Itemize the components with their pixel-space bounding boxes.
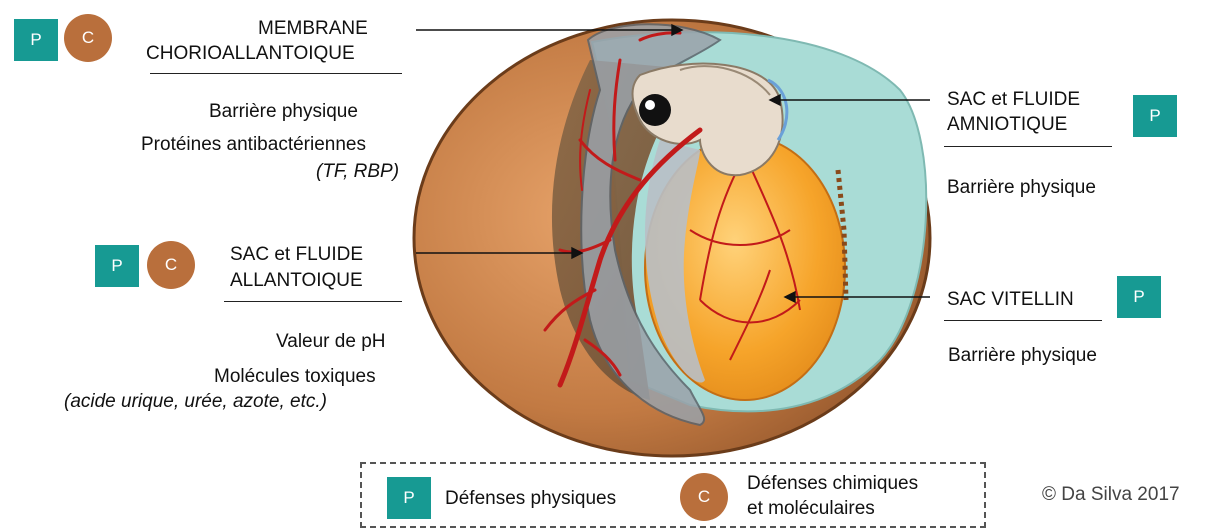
- membrane-title-line1: MEMBRANE: [258, 18, 368, 40]
- amniotic-rule: [944, 146, 1112, 147]
- chemical-badge-membrane: C: [64, 14, 112, 62]
- membrane-text-3: (TF, RBP): [316, 161, 399, 183]
- allantoic-rule: [224, 301, 402, 302]
- allantoic-text-3: (acide urique, urée, azote, etc.): [64, 391, 327, 413]
- physical-badge-amniotic: P: [1133, 95, 1177, 137]
- membrane-text-1: Barrière physique: [209, 101, 358, 123]
- allantoic-title-line2: ALLANTOIQUE: [230, 270, 363, 292]
- legend-physical-badge: P: [387, 477, 431, 519]
- amniotic-text-1: Barrière physique: [947, 177, 1096, 199]
- yolk-title: SAC VITELLIN: [947, 289, 1074, 311]
- membrane-title-line2: CHORIOALLANTOIQUE: [146, 43, 355, 65]
- yolk-rule: [944, 320, 1102, 321]
- allantoic-text-2: Molécules toxiques: [214, 366, 376, 388]
- physical-badge-yolk: P: [1117, 276, 1161, 318]
- allantoic-title-line1: SAC et FLUIDE: [230, 244, 363, 266]
- legend-chemical-label-line2: et moléculaires: [747, 498, 875, 520]
- physical-badge-allantoic: P: [95, 245, 139, 287]
- legend-chemical-badge: C: [680, 473, 728, 521]
- membrane-rule: [150, 73, 402, 74]
- amniotic-title-line2: AMNIOTIQUE: [947, 114, 1067, 136]
- amniotic-title-line1: SAC et FLUIDE: [947, 89, 1080, 111]
- copyright: © Da Silva 2017: [1042, 484, 1180, 506]
- yolk-text-1: Barrière physique: [948, 345, 1097, 367]
- legend-physical-label: Défenses physiques: [445, 488, 616, 510]
- allantoic-text-1: Valeur de pH: [276, 331, 386, 353]
- physical-badge-membrane: P: [14, 19, 58, 61]
- legend-chemical-label-line1: Défenses chimiques: [747, 473, 918, 495]
- chemical-badge-allantoic: C: [147, 241, 195, 289]
- membrane-text-2: Protéines antibactériennes: [141, 134, 366, 156]
